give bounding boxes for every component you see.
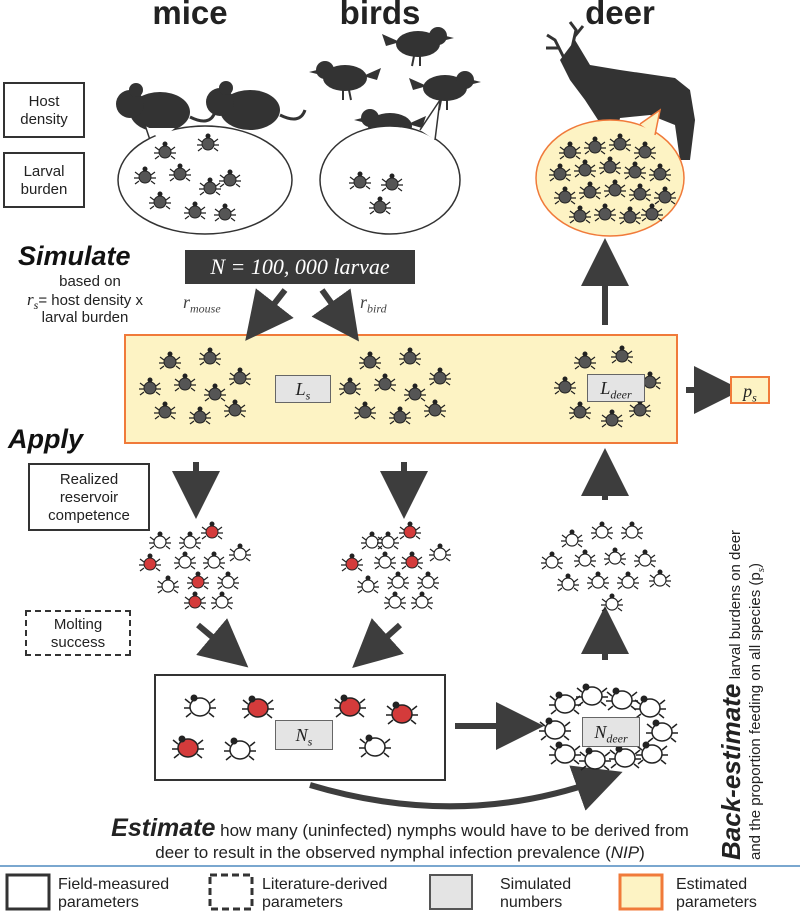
- legend-label-estimated: Estimated parameters: [676, 876, 757, 911]
- host-density-label: Host density: [20, 93, 68, 128]
- deer-uninfected-cluster: [540, 520, 672, 612]
- arrow-to-mice-pool: [245, 288, 294, 341]
- legend-swatch-gray: [429, 874, 473, 910]
- back-estimate-block: Back-estimate larval burdens on deer and…: [716, 420, 796, 860]
- ndeer-tag: Ndeer: [582, 717, 640, 747]
- back-estimate-line2-wrap: and the proportion feeding on all specie…: [747, 563, 767, 860]
- arrow-to-birds-pool: [311, 288, 360, 342]
- legend-label-field: Field-measured parameters: [58, 876, 170, 911]
- r-mouse-label: rmouse: [183, 292, 221, 316]
- deer-silhouette: [546, 21, 695, 160]
- ldeer-tag: Ldeer: [587, 374, 645, 402]
- legend-swatch-dashed: [208, 873, 254, 911]
- mouse-silhouette-1: [114, 81, 217, 134]
- simulate-heading: Simulate: [18, 241, 131, 271]
- n-larvae-bar: N = 100, 000 larvae: [185, 250, 415, 284]
- arrow-birds-molt: [352, 618, 404, 669]
- larval-burden-box: Larval burden: [3, 152, 85, 208]
- molting-success-label: Molting success: [50, 616, 106, 651]
- species-mice-heading: mice: [152, 0, 228, 31]
- birds-infected-cluster: [340, 520, 452, 610]
- host-density-box: Host density: [3, 82, 85, 138]
- realized-competence-box: Realized reservoir competence: [28, 463, 150, 531]
- ls-tag: Ls: [275, 375, 331, 403]
- ns-tag: Ns: [275, 720, 333, 750]
- arrow-estimate-curve: [309, 765, 623, 811]
- bird-silhouette-1: [308, 60, 382, 101]
- simulate-based-on: based on: [59, 273, 121, 290]
- mouse-silhouette-2: [204, 79, 307, 132]
- legend-swatch-orange: [618, 873, 664, 911]
- legend-label-literature: Literature-derived parameters: [262, 876, 388, 911]
- rs-definition: rs= host density x: [27, 290, 143, 313]
- legend-swatch-solid: [5, 873, 51, 911]
- bird-silhouette-2: [381, 26, 455, 67]
- ps-tag: ps: [730, 376, 770, 405]
- rs-definition-2: larval burden: [41, 309, 129, 326]
- apply-heading: Apply: [8, 424, 84, 454]
- molting-success-box: Molting success: [25, 610, 131, 656]
- species-deer-heading: deer: [585, 0, 655, 31]
- arrow-mice-molt: [196, 618, 249, 668]
- species-birds-heading: birds: [339, 0, 421, 31]
- estimate-text: Estimate how many (uninfected) nymphs wo…: [111, 814, 689, 863]
- legend-label-simulated: Simulated numbers: [500, 876, 572, 911]
- flow-arrows: [172, 238, 742, 750]
- bird-silhouette-3: [408, 70, 482, 111]
- mice-infected-cluster: [138, 520, 252, 610]
- r-bird-label: rbird: [360, 292, 387, 316]
- estimate-heading: Estimate: [111, 814, 216, 842]
- larval-burden-label: Larval burden: [20, 163, 68, 198]
- back-estimate-line1: larval burdens on deer: [727, 529, 744, 680]
- realized-competence-label: Realized reservoir competence: [48, 471, 130, 524]
